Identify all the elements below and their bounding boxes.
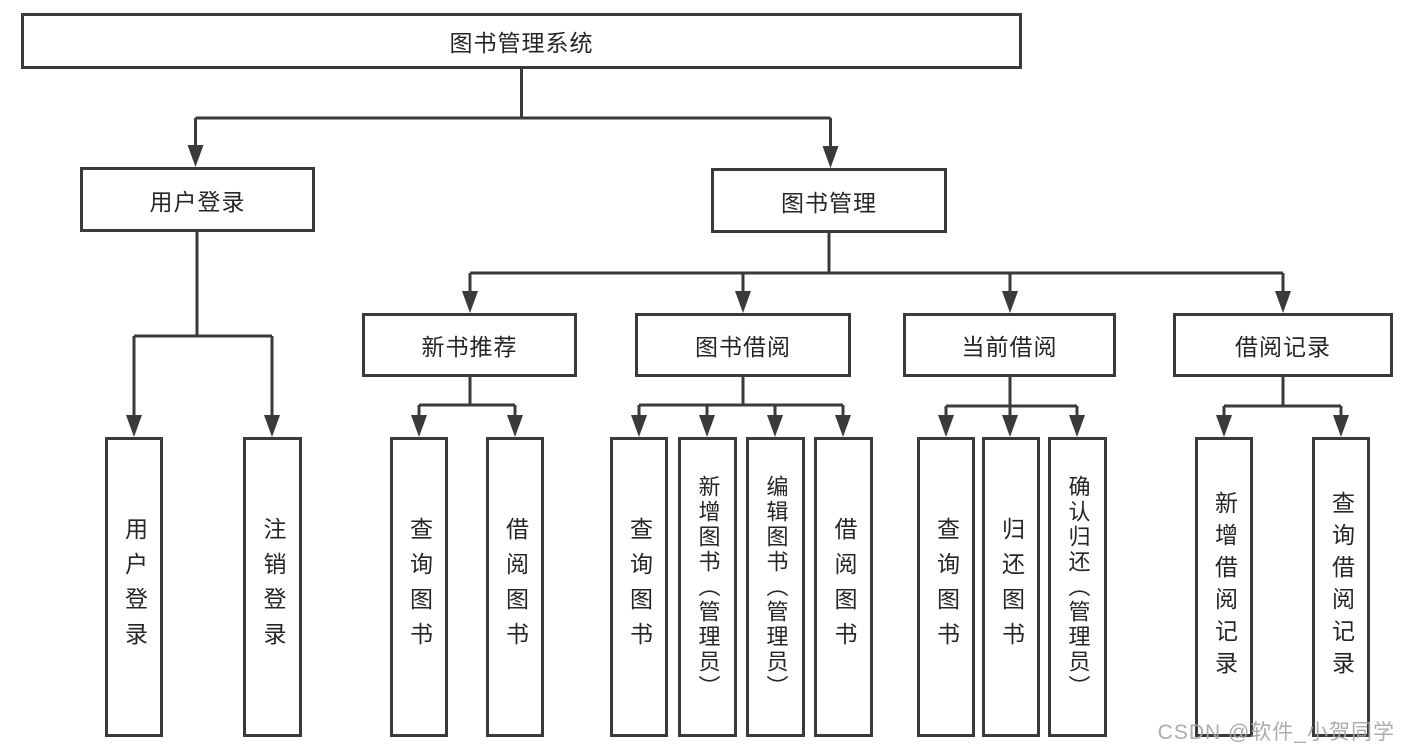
leaf-label: 确认归还（管理员） — [1065, 474, 1091, 700]
leaf-label: 查询图书 — [406, 517, 433, 657]
leaf-label: 用户登录 — [121, 517, 148, 657]
leaf-label: 借阅图书 — [502, 517, 529, 657]
leaf-logout: 注销登录 — [243, 437, 302, 737]
leaf-borrow-books-recommend: 借阅图书 — [486, 437, 544, 737]
leaf-user-login: 用户登录 — [105, 437, 163, 737]
leaf-label: 新增借阅记录 — [1211, 491, 1238, 683]
leaf-label: 查询图书 — [933, 517, 960, 657]
leaf-label: 查询图书 — [626, 517, 653, 657]
leaf-add-borrow-record: 新增借阅记录 — [1195, 437, 1253, 737]
node-label: 新书推荐 — [421, 334, 518, 360]
node-root-library-system: 图书管理系统 — [21, 13, 1022, 69]
leaf-label: 归还图书 — [998, 517, 1025, 657]
node-label: 图书管理系统 — [449, 30, 594, 56]
leaf-return-books: 归还图书 — [982, 437, 1040, 737]
node-label: 当前借阅 — [961, 334, 1058, 360]
leaf-label: 查询借阅记录 — [1328, 491, 1355, 683]
leaf-borrow-books: 借阅图书 — [814, 437, 873, 737]
leaf-add-books-admin: 新增图书（管理员） — [678, 437, 737, 737]
leaf-edit-books-admin: 编辑图书（管理员） — [746, 437, 805, 737]
node-label: 图书管理 — [781, 189, 877, 216]
node-new-book-recommend: 新书推荐 — [362, 313, 577, 377]
leaf-query-books-borrow: 查询图书 — [610, 437, 668, 737]
leaf-label: 编辑图书（管理员） — [763, 474, 789, 700]
leaf-confirm-return-admin: 确认归还（管理员） — [1048, 437, 1107, 737]
leaf-label: 新增图书（管理员） — [695, 474, 721, 700]
node-borrow-records: 借阅记录 — [1173, 313, 1393, 377]
leaf-query-books-current: 查询图书 — [917, 437, 975, 737]
node-user-login: 用户登录 — [80, 167, 315, 232]
node-book-management: 图书管理 — [711, 168, 947, 233]
node-label: 用户登录 — [149, 188, 246, 215]
node-current-borrow: 当前借阅 — [903, 313, 1116, 377]
node-label: 借阅记录 — [1235, 334, 1331, 360]
node-book-borrow: 图书借阅 — [635, 313, 851, 377]
leaf-label: 注销登录 — [260, 517, 286, 657]
leaf-query-borrow-record: 查询借阅记录 — [1312, 437, 1370, 737]
leaf-label: 借阅图书 — [831, 517, 857, 657]
csdn-watermark: CSDN @软件_小贺同学 — [1157, 721, 1395, 744]
leaf-query-books-recommend: 查询图书 — [390, 437, 448, 737]
node-label: 图书借阅 — [695, 334, 791, 360]
